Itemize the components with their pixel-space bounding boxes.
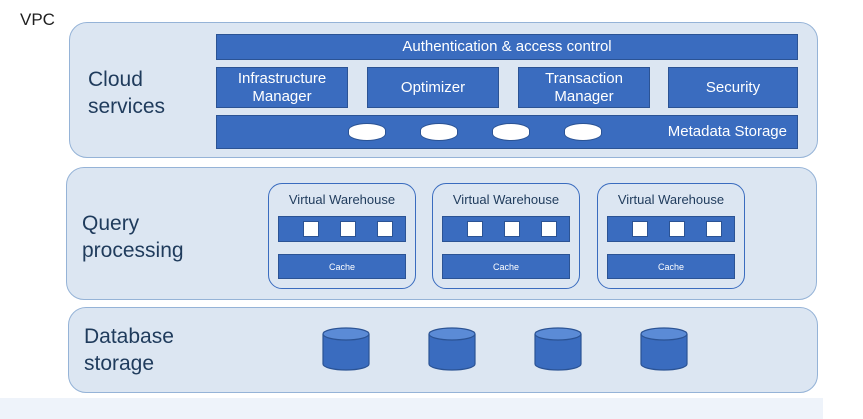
cloud-services-title: Cloud services (88, 68, 166, 118)
metadata-disk-icon (420, 123, 458, 141)
compute-nodes (607, 216, 735, 242)
virtual-warehouse-label: Virtual Warehouse (452, 192, 560, 207)
cache-bar: Cache (278, 254, 406, 279)
virtual-warehouse-label: Virtual Warehouse (617, 192, 725, 207)
compute-node-icon (467, 221, 483, 237)
optimizer-box: Optimizer (367, 67, 499, 108)
security-box: Security (668, 67, 798, 108)
virtual-warehouse-label: Virtual Warehouse (288, 192, 396, 207)
virtual-warehouse: Virtual Warehouse Cache (432, 183, 580, 289)
compute-node-icon (706, 221, 722, 237)
cache-bar: Cache (607, 254, 735, 279)
metadata-disk-icon (492, 123, 530, 141)
compute-node-icon (377, 221, 393, 237)
auth-access-control-bar: Authentication & access control (216, 34, 798, 60)
compute-node-icon (340, 221, 356, 237)
compute-node-icon (303, 221, 319, 237)
compute-node-icon (504, 221, 520, 237)
compute-node-icon (541, 221, 557, 237)
virtual-warehouse: Virtual Warehouse Cache (597, 183, 745, 289)
transaction-manager-box: Transaction Manager (518, 67, 650, 108)
compute-node-icon (669, 221, 685, 237)
vpc-label: VPC (20, 10, 55, 29)
database-cylinder-icon (640, 327, 688, 371)
bottom-strip (0, 398, 823, 419)
infrastructure-manager-box: Infrastructure Manager (216, 67, 348, 108)
metadata-storage-bar: Metadata Storage (216, 115, 798, 149)
database-storage-title: Database storage (84, 325, 174, 375)
virtual-warehouse: Virtual Warehouse Cache (268, 183, 416, 289)
metadata-disk-icon (348, 123, 386, 141)
database-cylinder-icon (322, 327, 370, 371)
metadata-disk-icon (564, 123, 602, 141)
compute-nodes (442, 216, 570, 242)
compute-node-icon (632, 221, 648, 237)
cache-bar: Cache (442, 254, 570, 279)
database-cylinder-icon (534, 327, 582, 371)
query-processing-title: Query processing (82, 212, 184, 262)
database-cylinder-icon (428, 327, 476, 371)
metadata-storage-label: Metadata Storage (667, 123, 787, 140)
compute-nodes (278, 216, 406, 242)
